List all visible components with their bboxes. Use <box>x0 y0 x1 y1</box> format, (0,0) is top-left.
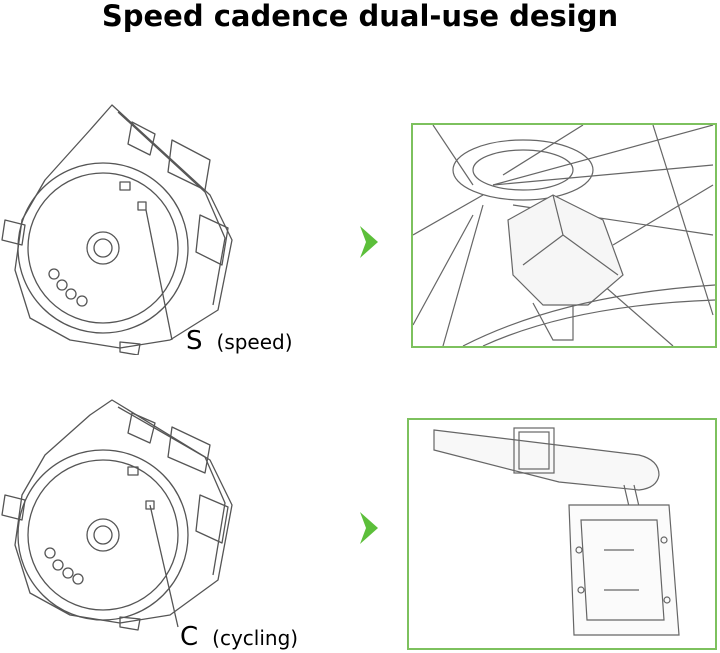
bicycle-crank-pedal-sketch <box>433 427 680 636</box>
speed-mounting-photo <box>411 123 717 348</box>
cadence-mode-label: C (cycling) <box>180 622 298 652</box>
page-title: Speed cadence dual-use design <box>101 0 619 33</box>
speed-mode-label: S (speed) <box>186 326 293 356</box>
speed-mode-text: (speed) <box>216 330 293 354</box>
sensor-speed-illustration <box>0 100 250 355</box>
cadence-mode-text: (cycling) <box>212 626 299 650</box>
sensor-cadence-illustration <box>0 395 250 650</box>
speed-mode-letter: S <box>186 326 203 356</box>
bicycle-wheel-hub-sketch <box>413 125 715 346</box>
chevron-right-icon <box>358 510 380 551</box>
chevron-right-icon <box>358 224 380 265</box>
cadence-mounting-photo <box>407 418 717 650</box>
cadence-mode-letter: C <box>180 622 199 652</box>
